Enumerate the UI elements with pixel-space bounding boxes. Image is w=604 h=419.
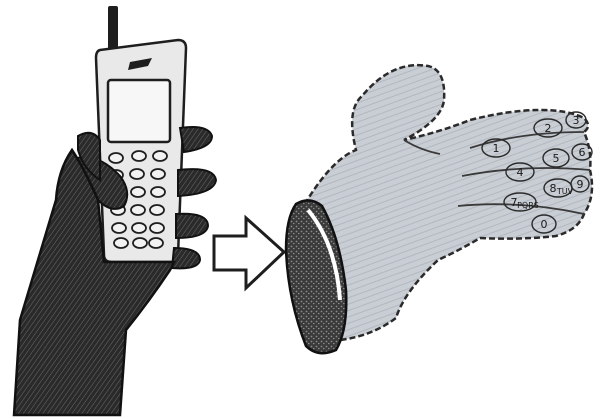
glove-key-1: 1 — [481, 138, 511, 158]
glove-key-3: 3 — [565, 111, 587, 129]
phone-earpiece-icon — [128, 58, 152, 70]
key-sublabel: TUV — [556, 187, 574, 196]
cuff-band — [306, 208, 342, 301]
key-label: 3 — [573, 114, 580, 127]
glove-key-6: 6 — [571, 143, 593, 161]
key-label: 6 — [579, 146, 586, 159]
glove-key-0: 0 — [531, 214, 557, 234]
glove-keypad: 1 2 3 4 5 6 7 — [481, 111, 593, 234]
hand-outline — [77, 131, 101, 182]
key-sublabel: PQRS — [517, 201, 539, 210]
fingers — [170, 126, 218, 270]
glove-key-5: 5 — [542, 148, 570, 168]
glove-key-2: 2 — [533, 118, 563, 138]
right-arrow-icon — [212, 214, 287, 292]
key-label: 9 — [577, 178, 584, 191]
glove-body — [298, 63, 594, 342]
glove-key-4: 4 — [505, 162, 535, 182]
palm-and-sleeve — [12, 147, 177, 417]
key-label: 0 — [541, 218, 548, 231]
key-label: 7 — [511, 196, 518, 209]
glove-cuff — [284, 199, 348, 355]
phone-screen — [106, 78, 172, 144]
glove-key-9: 9 — [570, 175, 590, 193]
keypad-glove-drawing: 1 2 3 4 5 6 7 — [284, 63, 594, 355]
hand-holding-phone-drawing — [12, 6, 218, 417]
key-label: 5 — [553, 152, 560, 165]
glove-key-7: 7 PQRS — [503, 192, 539, 212]
key-label: 4 — [517, 166, 524, 179]
key-label: 2 — [545, 122, 552, 135]
finger-lines — [403, 131, 591, 215]
phone-antenna — [108, 6, 118, 50]
key-label: 1 — [493, 142, 500, 155]
key-label: 8 — [550, 182, 557, 195]
